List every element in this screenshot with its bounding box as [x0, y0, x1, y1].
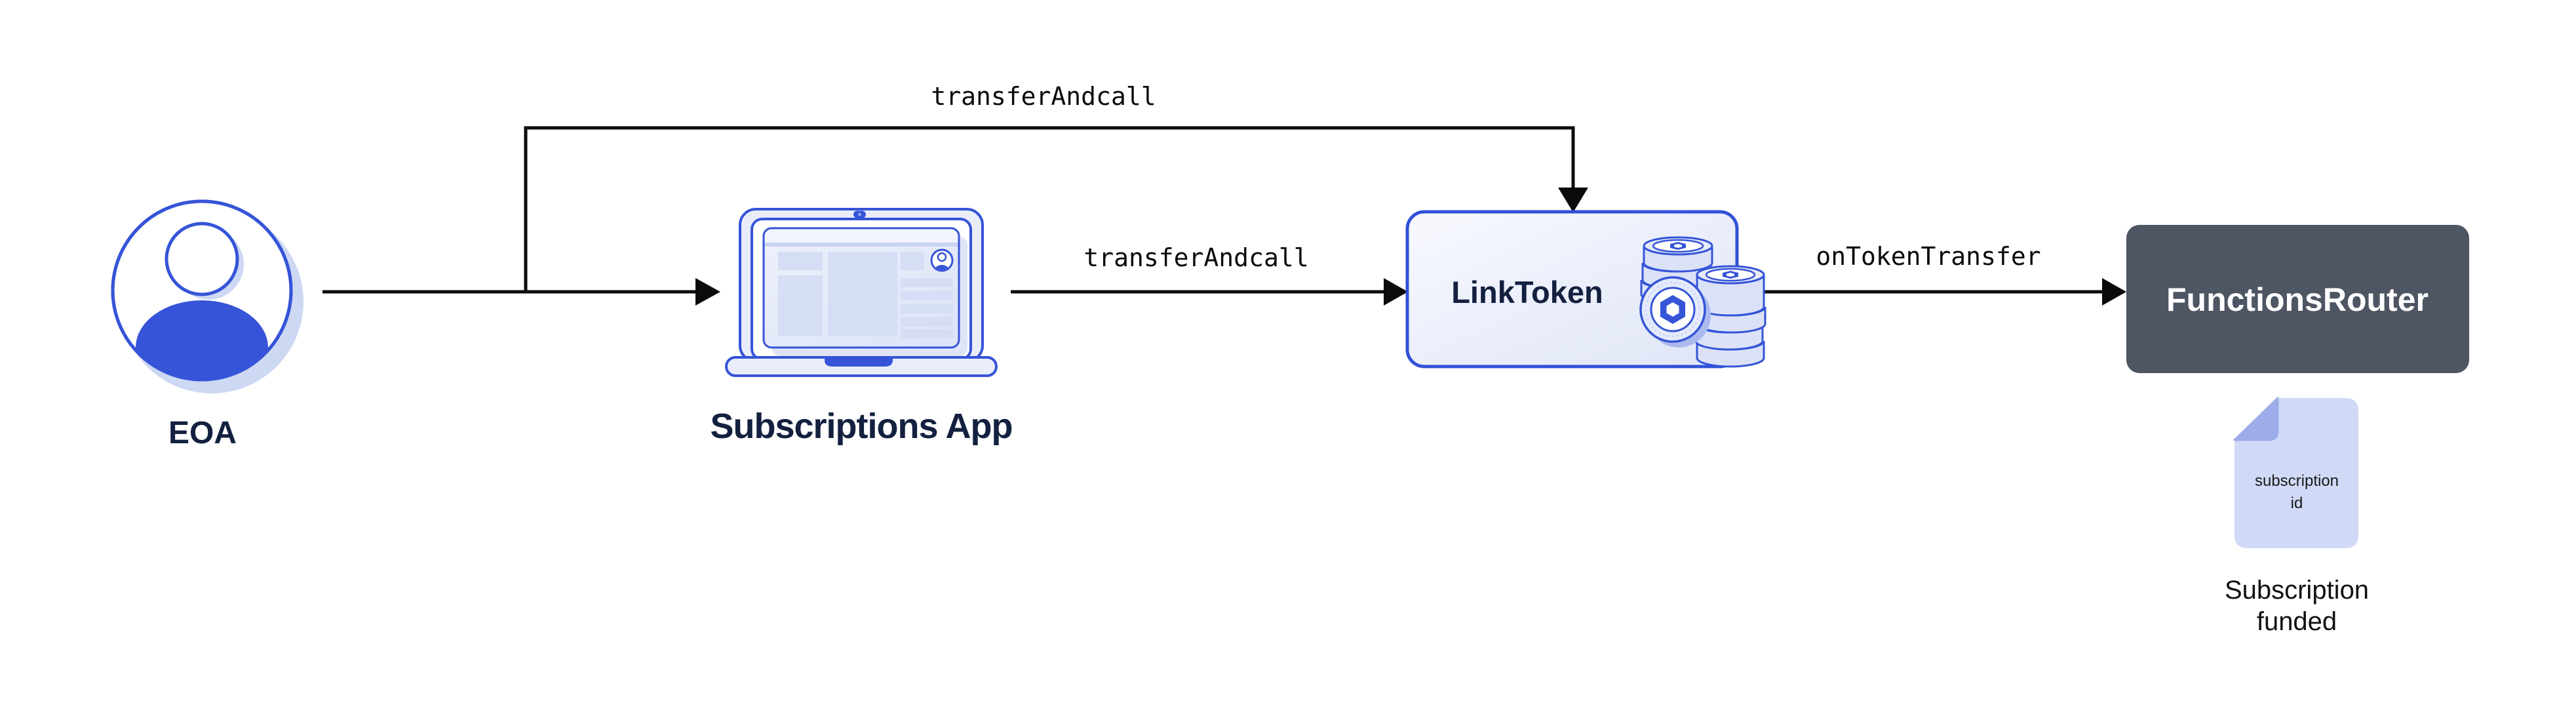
- document-text-line1: subscription: [2255, 472, 2339, 490]
- arrow-label-eoa-to-linktoken: transferAndcall: [931, 82, 1156, 111]
- functions-router-node: FunctionsRouter: [2126, 225, 2469, 373]
- subscription-document-icon: subscription id: [2233, 397, 2358, 548]
- arrow-eoa-to-linktoken: [524, 126, 1588, 292]
- subscription-funded-caption: Subscription funded: [2225, 576, 2369, 636]
- eoa-avatar-icon: [111, 199, 293, 382]
- caption-line1: Subscription: [2225, 576, 2369, 605]
- arrow-label-linktoken-to-router: onTokenTransfer: [1816, 242, 2040, 271]
- eoa-label: EOA: [168, 416, 237, 450]
- laptop-base-notch: [825, 359, 893, 367]
- link-coins-icon: [1639, 236, 1766, 368]
- functions-router-box: [2126, 225, 2469, 373]
- arrow-label-app-to-linktoken: transferAndcall: [1083, 243, 1308, 272]
- laptop-icon: [725, 208, 998, 377]
- app-window: [762, 227, 960, 349]
- functions-router-label: FunctionsRouter: [2166, 281, 2429, 318]
- arrow-eoa-to-app: [322, 278, 720, 306]
- eoa-node: EOA: [111, 199, 303, 450]
- arrow-app-to-linktoken: [1011, 278, 1408, 306]
- linktoken-node: LinkToken: [1405, 210, 1766, 369]
- caption-line2: funded: [2257, 607, 2337, 636]
- document-fold: [2233, 397, 2279, 441]
- subscriptions-app-node: Subscriptions App: [710, 208, 1013, 446]
- subscriptions-app-label: Subscriptions App: [710, 407, 1012, 446]
- linktoken-label: LinkToken: [1451, 275, 1603, 309]
- app-user-avatar-icon: [930, 249, 954, 272]
- arrow-linktoken-to-router: [1763, 278, 2126, 306]
- document-text-line2: id: [2291, 494, 2303, 512]
